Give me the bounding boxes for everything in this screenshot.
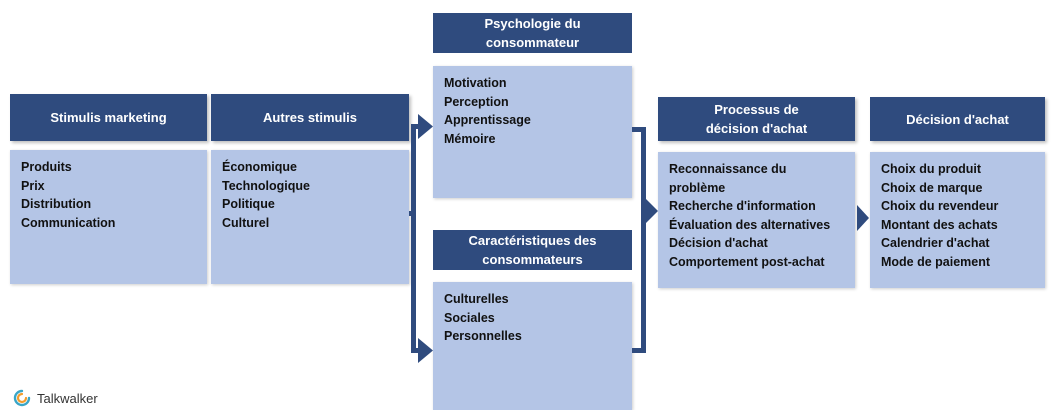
- box-autres-stimulis: Économique Technologique Politique Cultu…: [211, 150, 409, 284]
- list-item: Reconnaissance du problème: [669, 162, 787, 195]
- list-item: Politique: [222, 197, 275, 211]
- talkwalker-logo-icon: [13, 389, 31, 407]
- header-processus: Processus de décision d'achat: [658, 97, 855, 141]
- header-stimulis-marketing: Stimulis marketing: [10, 94, 207, 141]
- list-item: Prix: [21, 178, 45, 193]
- arrow-to-decision-icon: [857, 205, 869, 231]
- list-item: Technologique: [222, 178, 310, 193]
- header-decision: Décision d'achat: [870, 97, 1045, 141]
- list-item: Choix du revendeur: [881, 199, 999, 213]
- header-psychologie: Psychologie du consommateur: [433, 13, 632, 53]
- list-item: Personnelles: [444, 329, 522, 343]
- list-item: Culturel: [222, 215, 270, 230]
- list-item: Décision d'achat: [669, 236, 768, 250]
- list-item: Mémoire: [444, 131, 496, 146]
- header-caracteristiques: Caractéristiques des consommateurs: [433, 230, 632, 270]
- box-processus: Reconnaissance du problème Recherche d'i…: [658, 152, 855, 288]
- list-item: Produits: [21, 160, 72, 174]
- list-item: Choix de marque: [881, 180, 983, 195]
- list-item: Motivation: [444, 76, 507, 90]
- list-item: Sociales: [444, 310, 495, 325]
- list-item: Distribution: [21, 197, 92, 211]
- box-decision: Choix du produit Choix de marque Choix d…: [870, 152, 1045, 288]
- list-item: Apprentissage: [444, 113, 531, 127]
- list-item: Choix du produit: [881, 162, 981, 176]
- list-item: Économique: [222, 160, 298, 174]
- header-autres-stimulis: Autres stimulis: [211, 94, 409, 141]
- connector-branch-bottom: [411, 348, 422, 353]
- arrow-to-caracteristiques-icon: [418, 338, 433, 363]
- arrow-to-processus-icon: [645, 198, 658, 224]
- list-item: Mode de paiement: [881, 254, 991, 269]
- connector-branch-top: [411, 124, 422, 129]
- box-stimulis-marketing: Produits Prix Distribution Communication: [10, 150, 207, 284]
- list-item: Recherche d'information: [669, 199, 816, 213]
- arrow-to-psychologie-icon: [418, 114, 433, 139]
- connector-top-out: [632, 127, 646, 132]
- list-item: Évaluation des alternatives: [669, 217, 831, 232]
- list-item: Culturelles: [444, 292, 509, 306]
- list-item: Comportement post-achat: [669, 254, 825, 269]
- connector-bracket-left: [411, 124, 416, 353]
- connector-bracket-right: [641, 127, 646, 353]
- list-item: Communication: [21, 215, 116, 230]
- logo-text: Talkwalker: [37, 390, 98, 406]
- connector-bottom-out: [632, 348, 646, 353]
- talkwalker-logo: Talkwalker: [12, 389, 98, 407]
- list-item: Montant des achats: [881, 217, 998, 232]
- box-psychologie: Motivation Perception Apprentissage Mémo…: [433, 66, 632, 198]
- list-item: Perception: [444, 94, 509, 109]
- box-caracteristiques: Culturelles Sociales Personnelles: [433, 282, 632, 410]
- list-item: Calendrier d'achat: [881, 236, 990, 250]
